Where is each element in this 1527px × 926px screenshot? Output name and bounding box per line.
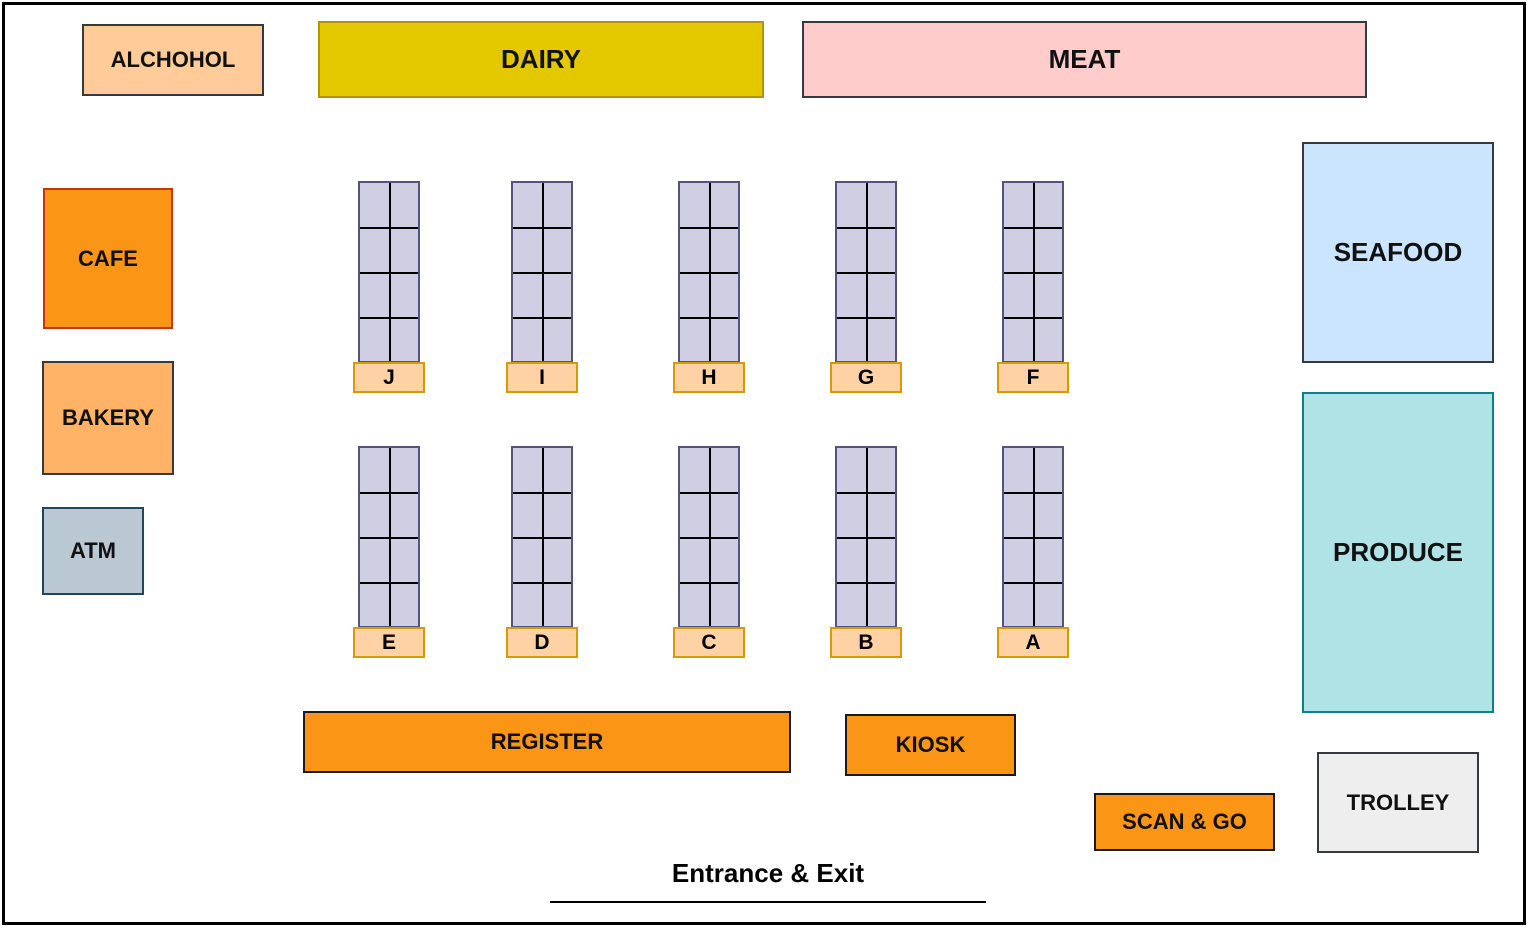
aisle-label-i: I [506, 362, 578, 393]
seafood-section: SEAFOOD [1302, 142, 1494, 363]
aisle-label-a: A [997, 627, 1069, 658]
entrance-exit-label: Entrance & Exit [671, 858, 865, 888]
aisle-shelf-b [835, 446, 897, 628]
aisle-shelf-a [1002, 446, 1064, 628]
aisle-label-h: H [673, 362, 745, 393]
aisle-shelf-d [511, 446, 573, 628]
aisle-label-c: C [673, 627, 745, 658]
aisle-label-j: J [353, 362, 425, 393]
aisle-shelf-f [1002, 181, 1064, 363]
cafe-section: CAFE [43, 188, 173, 329]
trolley-area: TROLLEY [1317, 752, 1479, 853]
aisle-label-g: G [830, 362, 902, 393]
dairy-section: DAIRY [318, 21, 764, 98]
aisle-label-f: F [997, 362, 1069, 393]
aisle-label-e: E [353, 627, 425, 658]
produce-section: PRODUCE [1302, 392, 1494, 713]
meat-section: MEAT [802, 21, 1367, 98]
aisle-shelf-c [678, 446, 740, 628]
aisle-shelf-h [678, 181, 740, 363]
aisle-shelf-j [358, 181, 420, 363]
scan-and-go-station: SCAN & GO [1094, 793, 1275, 851]
alchohol-section: ALCHOHOL [82, 24, 264, 96]
register-counter: REGISTER [303, 711, 791, 773]
aisle-label-b: B [830, 627, 902, 658]
bakery-section: BAKERY [42, 361, 174, 475]
aisle-shelf-g [835, 181, 897, 363]
aisle-label-d: D [506, 627, 578, 658]
entrance-exit-line [550, 901, 986, 903]
aisle-shelf-i [511, 181, 573, 363]
atm-section: ATM [42, 507, 144, 595]
aisle-shelf-e [358, 446, 420, 628]
kiosk-station: KIOSK [845, 714, 1016, 776]
